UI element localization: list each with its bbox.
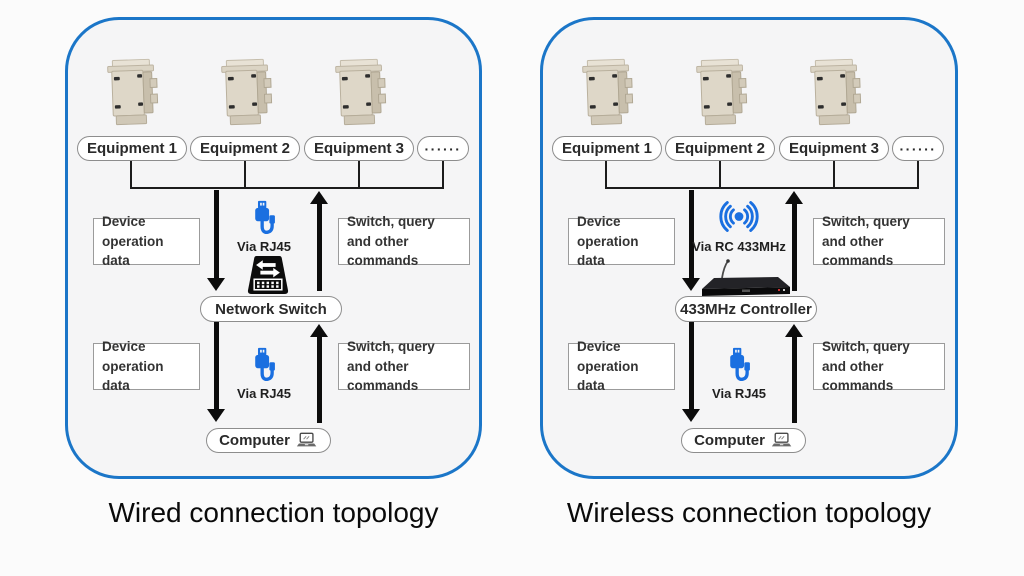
usb-cable-icon: [255, 347, 275, 381]
usb-cable-icon: [255, 200, 275, 234]
computer-node: Computer: [206, 428, 331, 453]
up-arrow: [309, 324, 329, 423]
commands-label: Switch, query and other commands: [813, 214, 945, 268]
controller-device-icon: [702, 259, 790, 296]
down-arrow: [681, 190, 701, 291]
device-data-label: Device operation data: [93, 214, 200, 268]
down-arrow: [206, 322, 226, 422]
equipment-device-icon: [335, 58, 387, 126]
via-label: Via RJ45: [712, 386, 766, 401]
commands-label: Switch, query and other commands: [338, 214, 470, 268]
diagram-title-wired: Wired connection topology: [108, 497, 439, 528]
equipment-device-icon: [582, 58, 634, 126]
equipment-device-icon: [107, 58, 159, 126]
network-switch-icon: [247, 255, 289, 295]
via-group: Via RJ45: [204, 200, 324, 254]
laptop-icon: [771, 432, 792, 447]
usb-cable-icon: [730, 347, 750, 381]
via-group: Via RC 433MHz: [679, 200, 799, 254]
equipment-node: Equipment 3: [779, 136, 889, 161]
down-arrow: [681, 322, 701, 422]
equipment-device-icon: [221, 58, 273, 126]
down-arrow: [206, 190, 226, 291]
commands-text: Switch, query and other commands: [347, 339, 435, 394]
device-data-label: Device operation data: [93, 339, 200, 393]
commands-label: Switch, query and other commands: [338, 339, 470, 393]
via-label: Via RC 433MHz: [692, 239, 786, 254]
equipment-node: Equipment 1: [552, 136, 662, 161]
device-data-text: Device operation data: [102, 339, 164, 394]
bus-stub: [719, 161, 721, 188]
ellipsis-node: ······: [892, 136, 944, 161]
bus-stub: [833, 161, 835, 188]
device-data-label: Device operation data: [568, 339, 675, 393]
computer-node: Computer: [681, 428, 806, 453]
equipment-node: Equipment 2: [665, 136, 775, 161]
via-label: Via RJ45: [237, 386, 291, 401]
device-data-text: Device operation data: [577, 339, 639, 394]
wireless-signal-icon: [719, 201, 759, 232]
device-data-label: Device operation data: [568, 214, 675, 268]
ellipsis-node: ······: [417, 136, 469, 161]
commands-text: Switch, query and other commands: [347, 214, 435, 269]
commands-text: Switch, query and other commands: [822, 339, 910, 394]
device-data-text: Device operation data: [577, 214, 639, 269]
bus-stub: [442, 161, 444, 188]
bus-stub: [130, 161, 132, 188]
equipment-node: Equipment 3: [304, 136, 414, 161]
equipment-node: Equipment 2: [190, 136, 300, 161]
diagram-title-wireless: Wireless connection topology: [566, 497, 932, 528]
computer-label: Computer: [219, 432, 290, 449]
bus-line: [130, 187, 444, 189]
equipment-device-icon: [696, 58, 748, 126]
bus-stub: [244, 161, 246, 188]
commands-label: Switch, query and other commands: [813, 339, 945, 393]
computer-label: Computer: [694, 432, 765, 449]
up-arrow: [784, 324, 804, 423]
equipment-device-icon: [810, 58, 862, 126]
bus-line: [605, 187, 919, 189]
commands-text: Switch, query and other commands: [822, 214, 910, 269]
via-group: Via RJ45: [679, 347, 799, 401]
bus-stub: [605, 161, 607, 188]
bus-stub: [358, 161, 360, 188]
via-label: Via RJ45: [237, 239, 291, 254]
up-arrow: [784, 191, 804, 291]
laptop-icon: [296, 432, 317, 447]
device-data-text: Device operation data: [102, 214, 164, 269]
up-arrow: [309, 191, 329, 291]
equipment-node: Equipment 1: [77, 136, 187, 161]
wired-topology-panel: Equipment 1 Equipment 2 Equipment 3 ····…: [65, 17, 482, 479]
hub-node: Network Switch: [200, 296, 342, 322]
bus-stub: [917, 161, 919, 188]
wireless-topology-panel: Equipment 1 Equipment 2 Equipment 3 ····…: [540, 17, 958, 479]
via-group: Via RJ45: [204, 347, 324, 401]
hub-node: 433MHz Controller: [675, 296, 817, 322]
